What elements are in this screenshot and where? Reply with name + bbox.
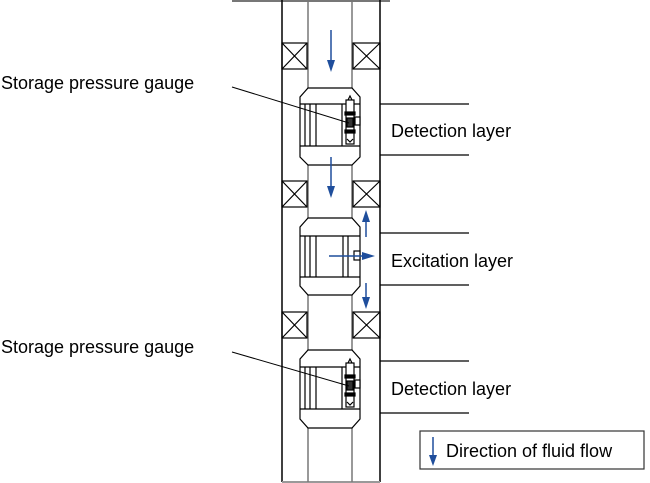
legend: Direction of fluid flow	[419, 430, 645, 470]
right-arrow-icon	[329, 252, 375, 260]
packer-right-3	[352, 311, 381, 339]
packer-left-2	[281, 180, 308, 208]
layer-label-detection-bottom: Detection layer	[391, 379, 511, 399]
callout-leader-top	[231, 86, 350, 124]
packer-left-3	[281, 311, 308, 339]
down-arrow-icon	[429, 437, 437, 466]
legend-label: Direction of fluid flow	[446, 441, 613, 461]
callout-label-gauge-bottom: Storage pressure gauge	[1, 337, 194, 357]
packer-right-1	[352, 42, 381, 70]
callout-label-gauge-top: Storage pressure gauge	[1, 73, 194, 93]
layer-label-excitation: Excitation layer	[391, 251, 513, 271]
layer-boundaries	[380, 103, 469, 414]
up-arrow-icon	[362, 210, 370, 237]
down-arrow-icon	[327, 30, 335, 72]
packer-left-1	[281, 42, 308, 70]
layer-label-detection-top: Detection layer	[391, 121, 511, 141]
tubing	[307, 0, 353, 482]
pressure-gauge-icon	[344, 94, 361, 145]
tool-detection-bottom	[299, 349, 361, 429]
down-arrow-icon	[327, 157, 335, 198]
callout-leader-bottom	[231, 351, 350, 387]
packer-right-2	[352, 180, 381, 208]
flow-arrows	[327, 30, 375, 309]
packers	[281, 42, 381, 339]
down-arrow-icon	[362, 283, 370, 309]
tool-detection-top	[299, 87, 361, 166]
legend-box	[419, 430, 645, 470]
